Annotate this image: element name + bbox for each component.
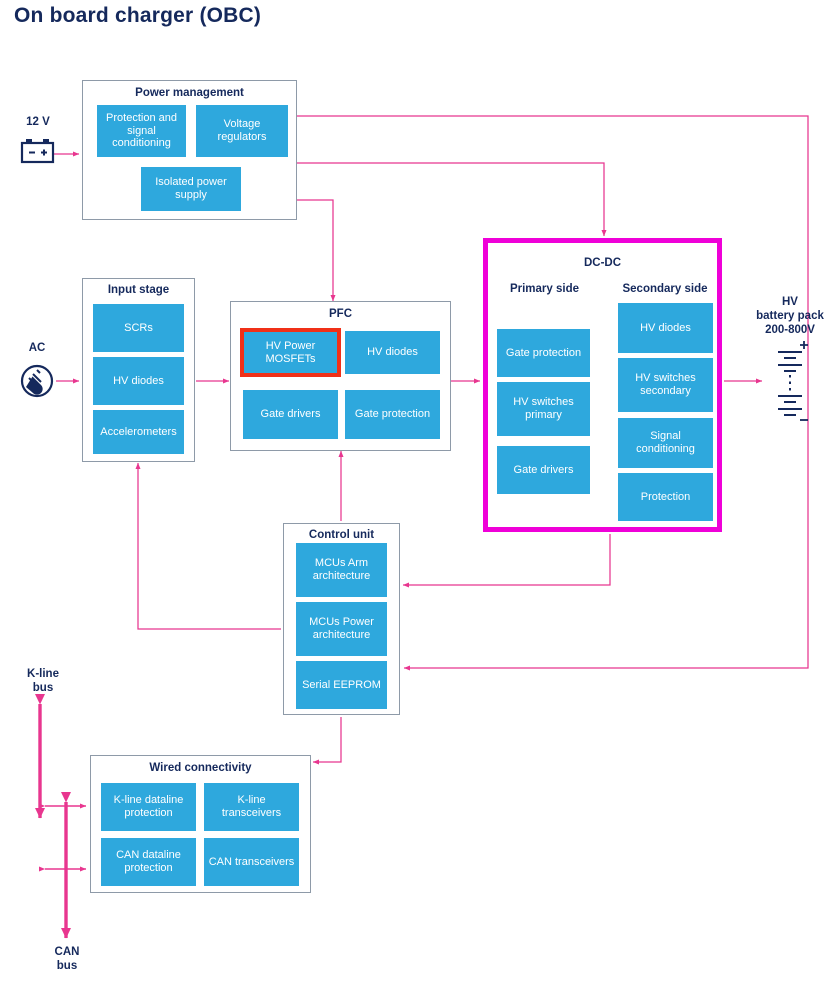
car-battery-icon — [20, 139, 55, 164]
group-title-wired-connectivity: Wired connectivity — [149, 762, 252, 774]
block-gate-protection-pfc[interactable]: Gate protection — [345, 390, 440, 439]
label-ac: AC — [28, 342, 46, 354]
block-hv-diodes-pfc[interactable]: HV diodes — [345, 331, 440, 374]
can-bus-line2: bus — [56, 959, 78, 972]
block-can-dataline-protection[interactable]: CAN dataline protection — [101, 838, 196, 886]
block-hv-diodes-secondary[interactable]: HV diodes — [618, 303, 713, 353]
block-serial-eeprom[interactable]: Serial EEPROM — [296, 661, 387, 709]
group-title-control-unit: Control unit — [308, 529, 375, 541]
block-k-line-dataline-protection[interactable]: K-line dataline protection — [101, 783, 196, 831]
label-hv-battery-pack: HV battery pack 200-800V — [737, 296, 831, 337]
block-mcus-arm-architecture[interactable]: MCUs Arm architecture — [296, 543, 387, 597]
block-mcus-power-architecture[interactable]: MCUs Power architecture — [296, 602, 387, 656]
hv-battery-line2: battery pack — [756, 309, 824, 322]
k-line-bus-line1: K-line — [27, 668, 59, 680]
battery-cell-stack-icon — [778, 341, 808, 421]
block-gate-drivers-pfc[interactable]: Gate drivers — [243, 390, 338, 439]
group-title-input-stage: Input stage — [107, 284, 170, 296]
block-signal-conditioning-secondary[interactable]: Signal conditioning — [618, 418, 713, 468]
block-hv-switches-primary[interactable]: HV switches primary — [497, 382, 590, 436]
block-protection-secondary[interactable]: Protection — [618, 473, 713, 521]
block-can-transceivers[interactable]: CAN transceivers — [204, 838, 299, 886]
group-title-power-management: Power management — [135, 87, 244, 99]
block-isolated-power-supply[interactable]: Isolated power supply — [141, 167, 241, 211]
ac-plug-icon — [20, 364, 54, 398]
block-accelerometers[interactable]: Accelerometers — [93, 410, 184, 454]
subheading-primary-side: Primary side — [509, 283, 580, 295]
can-bus-line1: CAN — [54, 946, 80, 958]
label-12v: 12 V — [26, 116, 50, 128]
block-protection-and-signal-conditioning[interactable]: Protection and signal conditioning — [97, 105, 186, 157]
page-title: On board charger (OBC) — [14, 4, 262, 27]
block-gate-drivers-primary[interactable]: Gate drivers — [497, 446, 590, 494]
label-k-line-bus: K-line bus — [8, 668, 78, 696]
block-hv-power-mosfets[interactable]: HV Power MOSFETs — [240, 328, 341, 377]
block-gate-protection-primary[interactable]: Gate protection — [497, 329, 590, 377]
group-title-dcdc: DC-DC — [583, 257, 622, 269]
k-line-bus-line2: bus — [32, 681, 54, 694]
block-hv-diodes-input[interactable]: HV diodes — [93, 357, 184, 405]
block-hv-switches-secondary[interactable]: HV switches secondary — [618, 358, 713, 412]
hv-battery-line1: HV — [782, 296, 798, 308]
hv-battery-line3: 200-800V — [765, 323, 815, 336]
group-title-pfc: PFC — [329, 308, 352, 320]
subheading-secondary-side: Secondary side — [622, 283, 708, 295]
label-can-bus: CAN bus — [32, 946, 102, 974]
block-scrs[interactable]: SCRs — [93, 304, 184, 352]
block-voltage-regulators[interactable]: Voltage regulators — [196, 105, 288, 157]
block-k-line-transceivers[interactable]: K-line transceivers — [204, 783, 299, 831]
